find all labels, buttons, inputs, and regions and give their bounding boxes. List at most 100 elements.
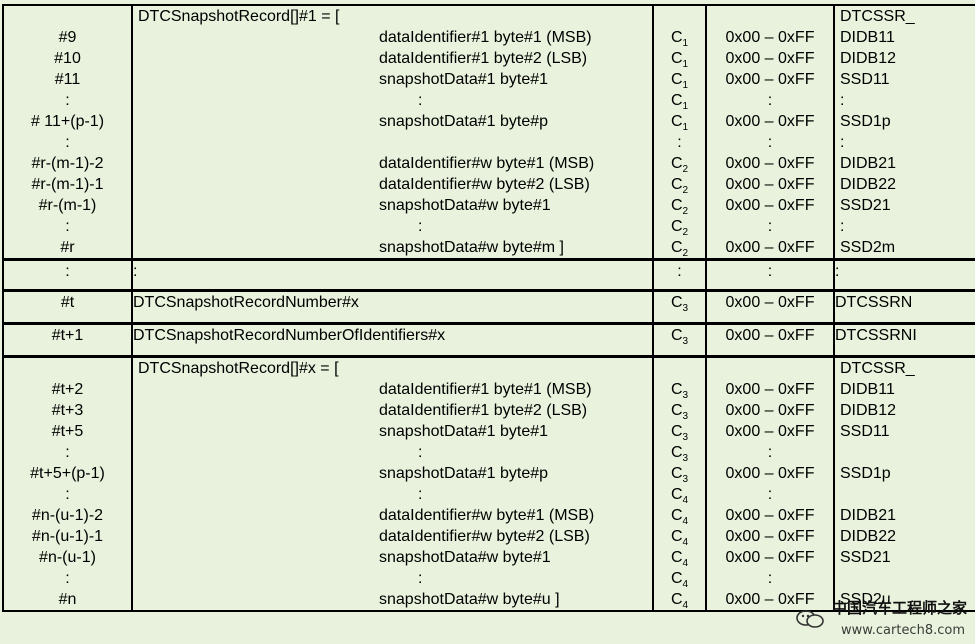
block2-hex-line: :	[767, 444, 773, 461]
block2-param-line: dataIdentifier#w byte#1 (MSB)	[379, 507, 595, 524]
block2-param-line: DTCSnapshotRecord[]#x = [	[138, 360, 339, 377]
block2-hex-line: :	[767, 570, 773, 587]
block1-cvt-line: C1	[670, 92, 689, 112]
block2-byte-cell: #t+2#t+3#t+5:#t+5+(p-1):#n-(u-1)-2#n-(u-…	[2, 355, 133, 612]
block1-name-line: DIDB22	[840, 176, 897, 193]
block1-cvt-line: C2	[670, 239, 689, 259]
block1-hex-line: 0x00 – 0xFF	[725, 197, 815, 214]
block1-hex-line: :	[767, 92, 773, 109]
number-of-identifiers-byte: #t+1	[2, 322, 133, 358]
block2-cvt-line: C3	[670, 402, 689, 422]
number-of-identifiers-name: DTCSSRNI	[833, 322, 975, 358]
block2-byte-line	[5, 359, 130, 379]
block2-param-line: :	[418, 444, 423, 461]
block2-param-line: dataIdentifier#1 byte#1 (MSB)	[379, 381, 592, 398]
block2-hex-line: 0x00 – 0xFF	[725, 507, 815, 524]
block1-byte-line: #10	[54, 50, 81, 67]
record-number-hex: 0x00 – 0xFF	[705, 289, 835, 325]
block2-byte-line: #t+5	[51, 423, 84, 440]
block2-hex-line: 0x00 – 0xFF	[725, 402, 815, 419]
block1-cvt-line: :	[677, 134, 682, 151]
block1-param-line: snapshotData#1 byte#p	[379, 113, 549, 130]
block1-param-line: :	[418, 92, 423, 109]
block1-cvt-line: C1	[670, 71, 689, 91]
block2-byte-line: :	[65, 570, 70, 587]
gap-byte: :	[2, 258, 133, 292]
block2-hex-line: 0x00 – 0xFF	[725, 549, 815, 566]
block1-param-line: dataIdentifier#w byte#2 (LSB)	[379, 176, 590, 193]
block1-cvt-line: C1	[670, 29, 689, 49]
block1-byte-line: :	[65, 218, 70, 235]
block2-cvt-line: C3	[670, 381, 689, 401]
block2-cvt-line: C4	[670, 549, 689, 569]
dtc-snapshot-record-table: #9#10#11:# 11+(p-1):#r-(m-1)-2#r-(m-1)-1…	[2, 4, 975, 612]
block1-byte-line: #r	[60, 239, 75, 256]
block1-byte-line: #r-(m-1)	[38, 197, 97, 214]
block1-hex-line: 0x00 – 0xFF	[725, 71, 815, 88]
watermark-url: www.cartech8.com	[841, 623, 965, 638]
block1-byte-line: :	[65, 92, 70, 109]
block2-param-line: dataIdentifier#1 byte#2 (LSB)	[379, 402, 588, 419]
block1-cvt-line: C1	[670, 50, 689, 70]
block2-name-line: SSD1p	[840, 465, 891, 482]
block2-cvt-line: C4	[670, 507, 689, 527]
block2-name-line: DTCSSR_	[840, 360, 915, 377]
block2-cvt-line: C3	[670, 444, 689, 464]
block2-name-line: SSD11	[840, 423, 890, 440]
block1-name-line: SSD11	[840, 71, 890, 88]
block1-row: #9#10#11:# 11+(p-1):#r-(m-1)-2#r-(m-1)-1…	[2, 4, 975, 261]
block2-param-line: snapshotData#1 byte#p	[379, 465, 549, 482]
block1-param-line	[134, 132, 651, 153]
block2-cvt-line: C4	[670, 528, 689, 548]
block1-param-line: dataIdentifier#1 byte#2 (LSB)	[379, 50, 588, 67]
block1-param-cell: DTCSnapshotRecord[]#1 = [dataIdentifier#…	[131, 4, 654, 261]
record-number-cvt: C3	[652, 289, 707, 325]
block1-param-line: :	[418, 218, 423, 235]
block1-name-line: SSD21	[840, 197, 891, 214]
wechat-icon	[796, 610, 824, 628]
watermark-brand: 中国汽车工程师之家	[831, 599, 967, 617]
block2-param-line: dataIdentifier#w byte#2 (LSB)	[379, 528, 590, 545]
block1-param-line: dataIdentifier#w byte#1 (MSB)	[379, 155, 595, 172]
gap-name: :	[833, 258, 975, 292]
block1-name-line: :	[840, 218, 845, 235]
block2-name-line: DIDB11	[840, 381, 895, 398]
block1-name-line: DIDB11	[840, 29, 895, 46]
block2-byte-line: :	[65, 486, 70, 503]
number-of-identifiers-row: #t+1 DTCSnapshotRecordNumberOfIdentifier…	[2, 322, 975, 358]
block2-param-line: snapshotData#1 byte#1	[379, 423, 549, 440]
block1-cvt-line: C1	[670, 113, 689, 133]
block2-hex-line: :	[767, 486, 773, 503]
block1-byte-line: # 11+(p-1)	[30, 113, 105, 130]
block2-row: #t+2#t+3#t+5:#t+5+(p-1):#n-(u-1)-2#n-(u-…	[2, 355, 975, 612]
block2-name-line: DIDB12	[840, 402, 897, 419]
number-of-identifiers-cvt: C3	[652, 322, 707, 358]
block2-name-line	[836, 442, 974, 463]
record-number-param: DTCSnapshotRecordNumber#x	[131, 289, 654, 325]
block2-name-line	[836, 484, 974, 505]
block1-hex-line	[708, 7, 832, 27]
block1-byte-cell: #9#10#11:# 11+(p-1):#r-(m-1)-2#r-(m-1)-1…	[2, 4, 133, 261]
record-number-name: DTCSSRN	[833, 289, 975, 325]
block2-cvt-line: C3	[670, 423, 689, 443]
block1-name-line: :	[840, 134, 845, 151]
block1-name-line: SSD2m	[840, 239, 896, 256]
block1-hex-line: :	[767, 134, 773, 151]
block1-cvt-line	[655, 7, 704, 27]
block2-hex-line: 0x00 – 0xFF	[725, 381, 815, 398]
block2-byte-line: #n-(u-1)	[39, 549, 96, 566]
gap-cvt: :	[652, 258, 707, 292]
block1-hex-line: :	[767, 218, 773, 235]
gap-param: :	[131, 258, 654, 292]
record-number-row: #t DTCSnapshotRecordNumber#x C3 0x00 – 0…	[2, 289, 975, 325]
block1-name-line: DTCSSR_	[840, 8, 915, 25]
block2-name-line: DIDB22	[840, 528, 897, 545]
block2-byte-line: :	[65, 444, 70, 461]
block2-name-line: SSD21	[840, 549, 891, 566]
block2-byte-line: #n-(u-1)-1	[31, 528, 104, 545]
